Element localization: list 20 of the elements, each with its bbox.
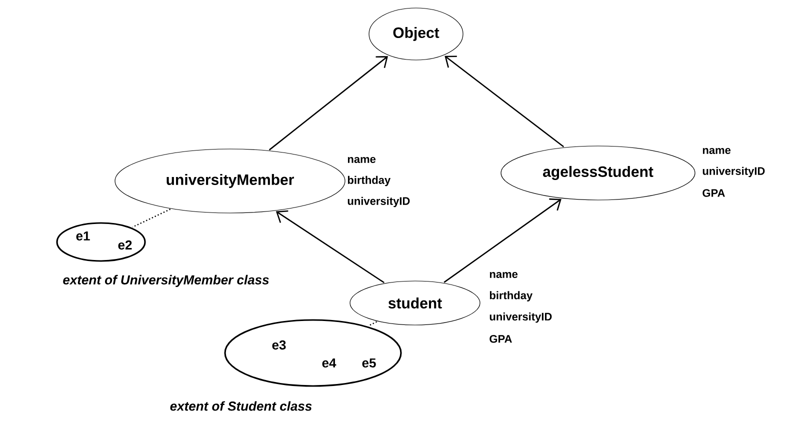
extent-caption: extent of Student class <box>170 401 312 411</box>
extent-blob: e1 e2 <box>56 222 146 262</box>
attribute-label: universityID <box>348 196 410 208</box>
attribute-label: birthday <box>348 176 391 186</box>
dotted-line <box>368 321 378 326</box>
dotted-line <box>132 208 171 228</box>
attribute-label: universityID <box>490 312 552 323</box>
arrow <box>268 56 388 150</box>
attribute-label: birthday <box>490 291 533 302</box>
extent-blob: e3 e4 e5 <box>224 319 402 387</box>
arrow <box>444 198 562 283</box>
attribute-label: GPA <box>490 335 512 343</box>
attribute-label: name <box>490 272 518 278</box>
attribute-label: name <box>702 148 731 154</box>
arrow <box>276 210 384 284</box>
attribute-label: universityID <box>702 166 765 178</box>
attribute-label: name <box>348 156 376 164</box>
extent-caption: extent of UniversityMember class <box>63 274 269 288</box>
attribute-label: GPA <box>702 189 725 197</box>
arrow <box>444 56 564 148</box>
